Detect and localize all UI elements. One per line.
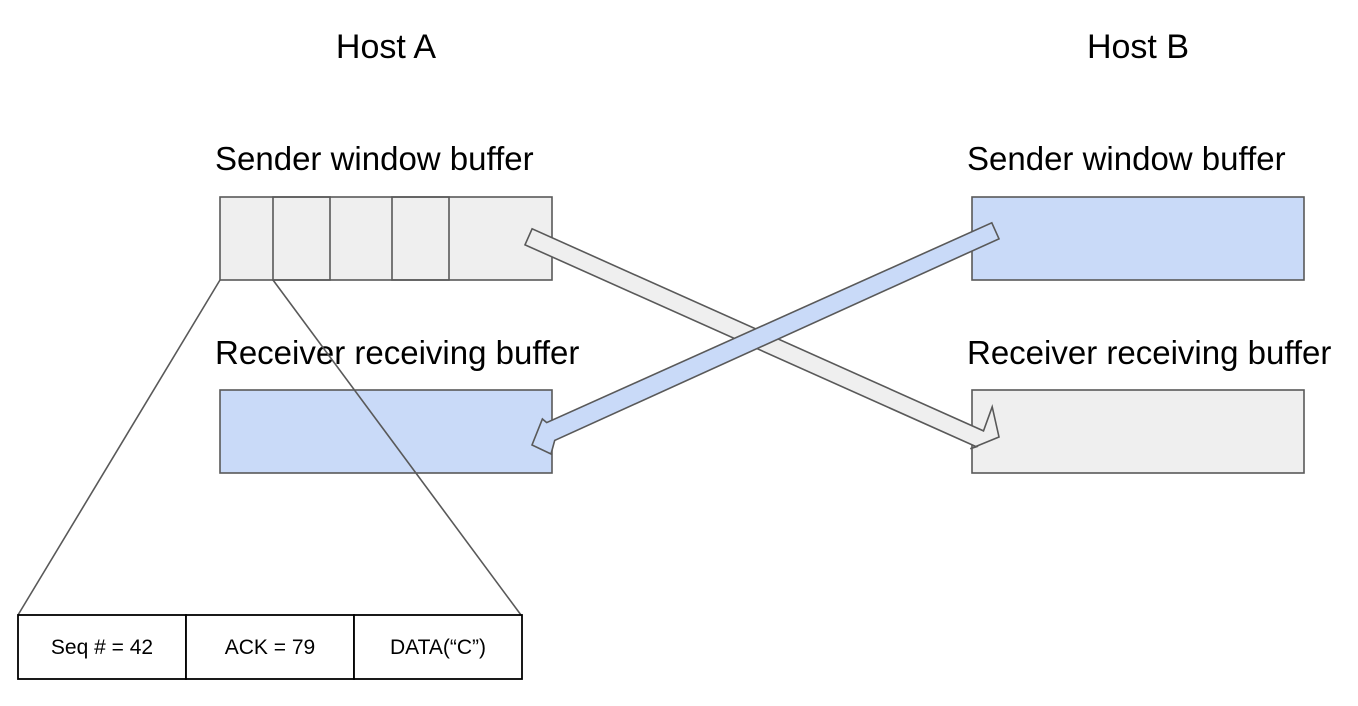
- sender-buffer-cell: [391, 196, 450, 281]
- data-field: DATA(“C”): [390, 636, 486, 659]
- host-b-sender-label: Sender window buffer: [967, 140, 1286, 177]
- sender-buffer-cell: [272, 196, 331, 281]
- segment-field-box: [353, 614, 523, 680]
- segment-detail: Seq # = 42 ACK = 79 DATA(“C”): [17, 614, 523, 680]
- host-a-title: Host A: [336, 28, 436, 66]
- host-a-receiver-label: Receiver receiving buffer: [215, 334, 579, 371]
- segment-field-box: [185, 614, 355, 680]
- host-b-sender-buffer: [971, 196, 1305, 281]
- host-a-sender-buffer: [219, 196, 553, 281]
- host-b-receiver-buffer: [971, 389, 1305, 474]
- seq-number-field: Seq # = 42: [51, 636, 153, 659]
- zoom-line-left: [17, 279, 221, 616]
- zoom-line-right: [272, 279, 522, 616]
- ack-number-field: ACK = 79: [225, 636, 315, 659]
- host-b-title: Host B: [1087, 28, 1189, 66]
- segment-field-box: [17, 614, 187, 680]
- arrow-b-to-a: [530, 221, 1001, 456]
- host-a-sender-label: Sender window buffer: [215, 140, 534, 177]
- host-b-receiver-label: Receiver receiving buffer: [967, 334, 1331, 371]
